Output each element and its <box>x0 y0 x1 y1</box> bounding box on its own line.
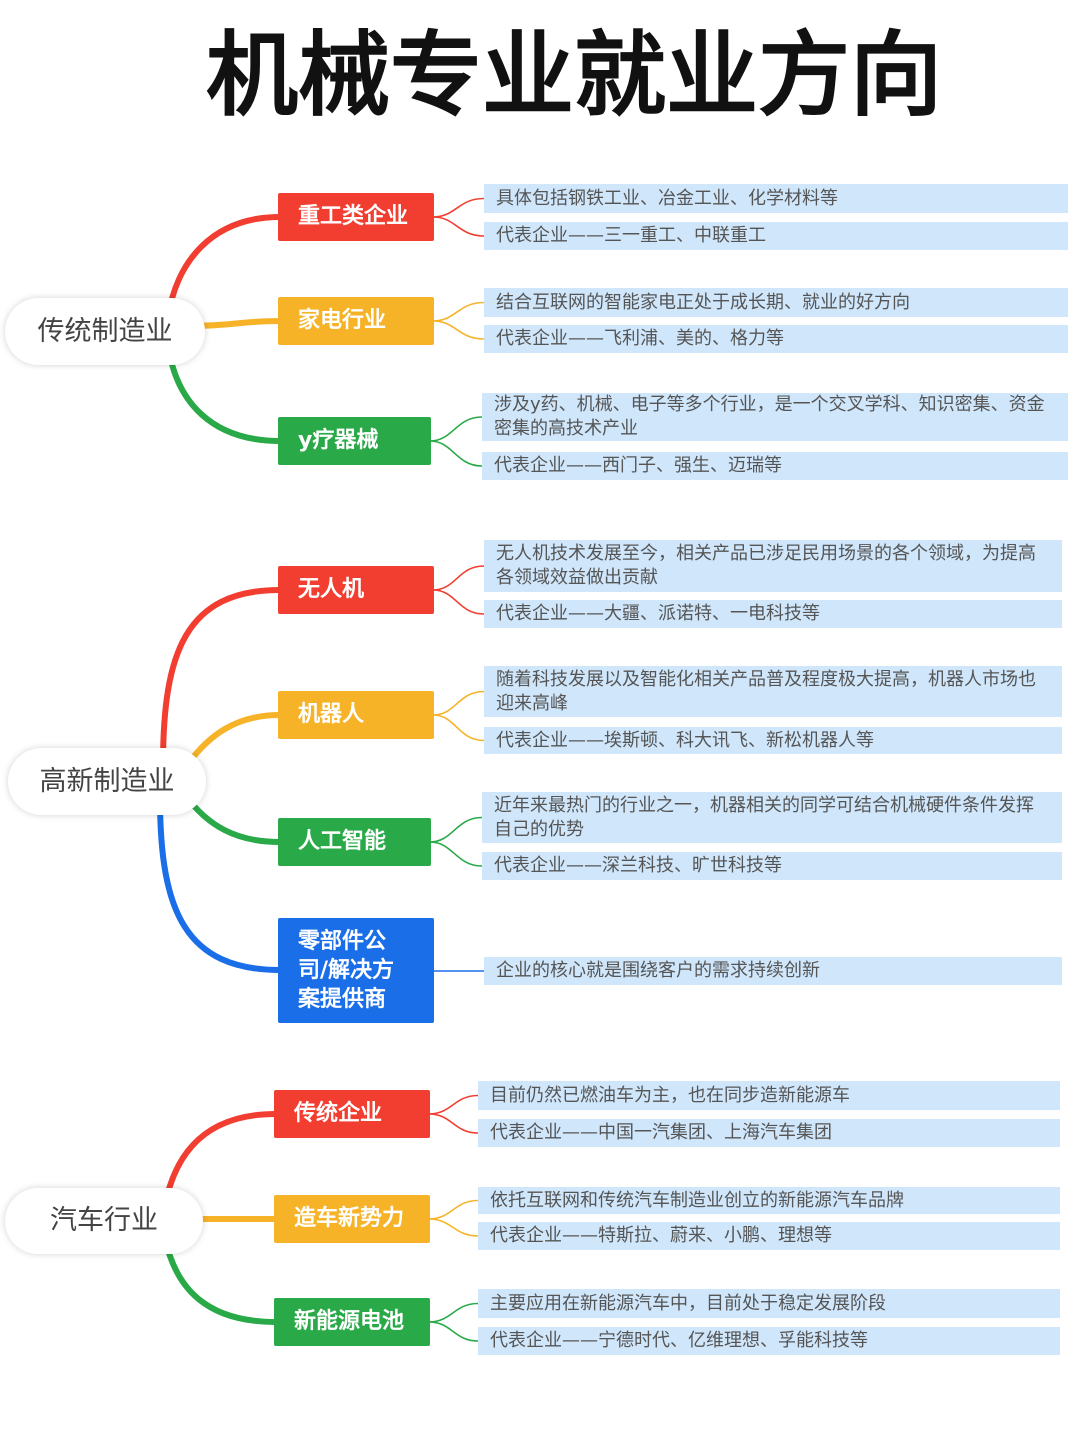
root-node-high-tech-manufacturing: 高新制造业 <box>8 748 206 815</box>
leaf-ai-description: 近年来最热门的行业之一，机器相关的同学可结合机械硬件条件发挥自己的优势 <box>482 792 1062 843</box>
branch-node-ai: 人工智能 <box>278 818 431 866</box>
leaf-new-ev-makers-description: 依托互联网和传统汽车制造业创立的新能源汽车品牌 <box>478 1187 1060 1214</box>
trunk-robotics <box>182 712 283 771</box>
leaf-medical-devices-companies: 代表企业——西门子、强生、迈瑞等 <box>482 452 1068 480</box>
leaf-new-ev-makers-companies: 代表企业——特斯拉、蔚来、小鹏、理想等 <box>478 1222 1060 1250</box>
link-drones-companies <box>432 589 485 615</box>
leaf-drones-companies: 代表企业——大疆、派诺特、一电科技等 <box>484 600 1062 628</box>
leaf-robotics-companies: 代表企业——埃斯顿、科大讯飞、新松机器人等 <box>484 727 1062 754</box>
link-medical-devices-companies <box>429 440 483 467</box>
trunk-drones <box>160 587 283 768</box>
trunk-ev-batteries <box>162 1235 279 1325</box>
link-drones-description <box>432 565 485 591</box>
branch-node-components-solutions: 零部件公司/解决方案提供商 <box>278 918 434 1023</box>
trunk-ai <box>182 792 283 845</box>
root-node-traditional-manufacturing: 传统制造业 <box>5 298 205 365</box>
leaf-heavy-industry-companies: 代表企业——三一重工、中联重工 <box>484 222 1068 250</box>
leaf-robotics-description: 随着科技发展以及智能化相关产品普及程度极大提高，机器人市场也迎来高峰 <box>484 666 1062 717</box>
trunk-components-solutions <box>157 795 283 973</box>
leaf-drones-description: 无人机技术发展至今，相关产品已涉足民用场景的各个领域，为提高各领域效益做出贡献 <box>484 540 1062 592</box>
link-ev-batteries-companies <box>428 1321 479 1342</box>
branch-node-ev-batteries: 新能源电池 <box>274 1298 430 1346</box>
branch-node-new-ev-makers: 造车新势力 <box>274 1195 430 1243</box>
link-traditional-automakers-description <box>428 1094 479 1115</box>
trunk-traditional-automakers <box>162 1111 279 1208</box>
link-robotics-companies <box>432 714 485 742</box>
branch-node-home-appliances: 家电行业 <box>278 297 434 345</box>
leaf-traditional-automakers-companies: 代表企业——中国一汽集团、上海汽车集团 <box>478 1119 1060 1147</box>
leaf-ev-batteries-description: 主要应用在新能源汽车中，目前处于稳定发展阶段 <box>478 1289 1060 1318</box>
link-ev-batteries-description <box>428 1302 479 1323</box>
leaf-medical-devices-description: 涉及y药、机械、电子等多个行业，是一个交叉学科、知识密集、资金密集的高技术产业 <box>482 393 1068 441</box>
leaf-ai-companies: 代表企业——深兰科技、旷世科技等 <box>482 852 1062 880</box>
link-heavy-industry-companies <box>432 216 485 237</box>
leaf-components-solutions-description: 企业的核心就是围绕客户的需求持续创新 <box>484 957 1062 985</box>
branch-node-traditional-automakers: 传统企业 <box>274 1090 430 1138</box>
branch-node-medical-devices: y疗器械 <box>278 417 431 465</box>
branch-node-heavy-industry: 重工类企业 <box>278 193 434 241</box>
branch-node-drones: 无人机 <box>278 566 434 614</box>
link-traditional-automakers-companies <box>428 1113 479 1134</box>
leaf-home-appliances-description: 结合互联网的智能家电正处于成长期、就业的好方向 <box>484 288 1068 317</box>
leaf-traditional-automakers-description: 目前仍然已燃油车为主，也在同步造新能源车 <box>478 1081 1060 1110</box>
link-medical-devices-description <box>429 416 483 442</box>
root-node-automotive-industry: 汽车行业 <box>5 1188 203 1254</box>
branch-node-robotics: 机器人 <box>278 691 434 739</box>
link-robotics-description <box>432 690 485 716</box>
link-ai-description <box>429 816 483 843</box>
leaf-home-appliances-companies: 代表企业——飞利浦、美的、格力等 <box>484 325 1068 353</box>
link-new-ev-makers-description <box>428 1199 479 1220</box>
page-title: 机械专业就业方向 <box>206 22 943 129</box>
link-heavy-industry-description <box>432 197 485 218</box>
leaf-ev-batteries-companies: 代表企业——宁德时代、亿维理想、孚能科技等 <box>478 1327 1060 1355</box>
link-home-appliances-description <box>432 301 485 322</box>
link-new-ev-makers-companies <box>428 1218 479 1237</box>
link-ai-companies <box>429 841 483 867</box>
leaf-heavy-industry-description: 具体包括钢铁工业、冶金工业、化学材料等 <box>484 184 1068 213</box>
link-home-appliances-companies <box>432 320 485 340</box>
